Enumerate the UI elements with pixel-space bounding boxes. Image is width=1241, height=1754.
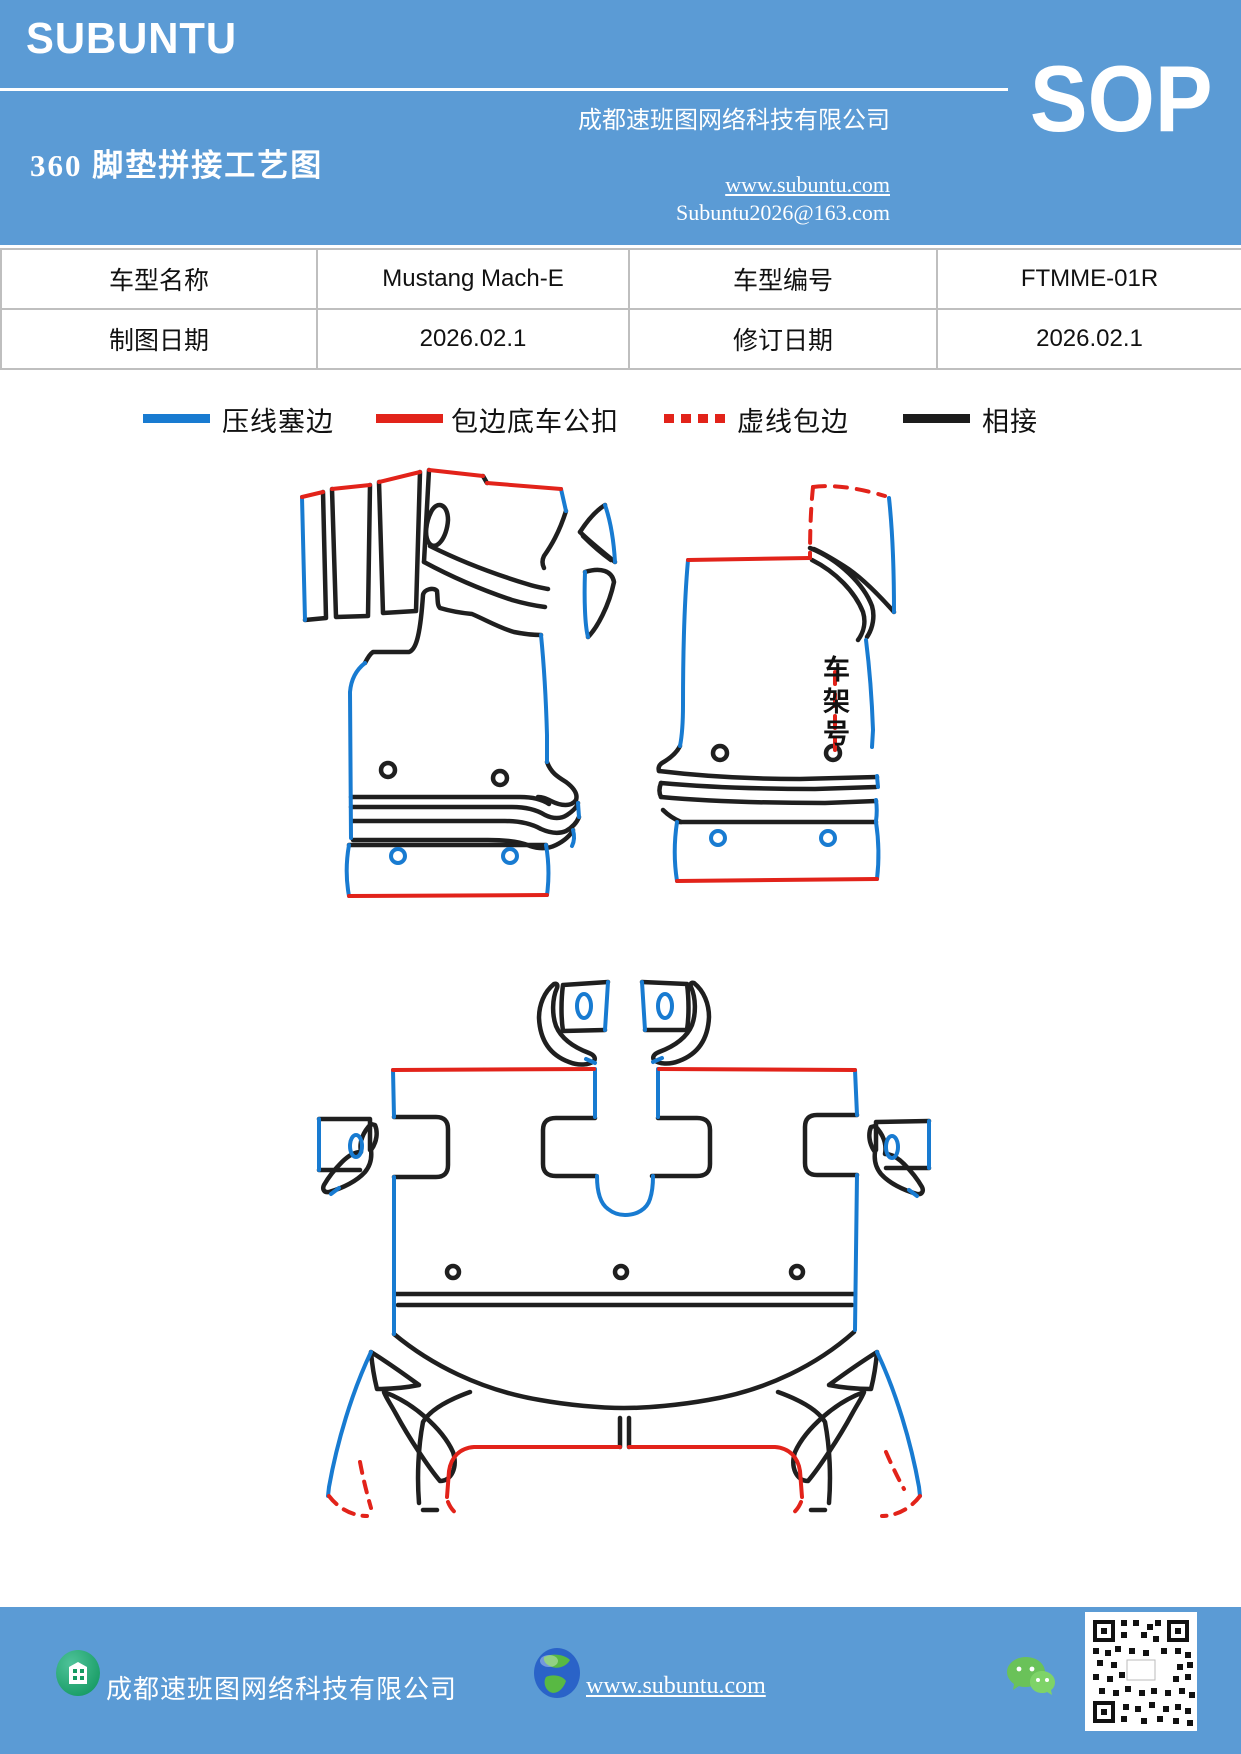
rear-mat-blue-edges <box>317 980 931 1498</box>
vehicle-info-table: 车型名称 Mustang Mach-E 车型编号 FTMME-01R 制图日期 … <box>0 248 1241 370</box>
table-row: 制图日期 2026.02.1 修订日期 2026.02.1 <box>0 308 1241 370</box>
revise-date-label: 修订日期 <box>628 308 938 370</box>
globe-icon <box>534 1648 580 1698</box>
passenger-mat-dashed-edges <box>808 484 887 760</box>
rear-mat-red-edges <box>391 1067 857 1499</box>
footer-website-link[interactable]: www.subuntu.com <box>586 1673 766 1699</box>
header-website-link[interactable]: www.subuntu.com <box>725 172 890 197</box>
mat-diagram-svg <box>300 467 932 1518</box>
draw-date-label: 制图日期 <box>0 308 318 370</box>
wechat-icon <box>1007 1657 1055 1695</box>
legend-swatch-press-line <box>143 414 210 423</box>
header-email: Subuntu2026@163.com <box>676 200 890 225</box>
passenger-mat-red-edges <box>675 556 879 883</box>
model-code-label: 车型编号 <box>628 248 938 310</box>
vin-label: 车架号 <box>819 655 849 751</box>
header-company-name: 成都速班图网络科技有限公司 <box>578 108 890 134</box>
legend-label-edge-buckle: 包边底车公扣 <box>451 407 619 437</box>
legend-label-dashed-edge: 虚线包边 <box>737 407 849 437</box>
mat-pattern-diagrams <box>0 430 1241 1534</box>
legend-swatch-join <box>903 414 970 423</box>
model-code-value: FTMME-01R <box>936 248 1241 310</box>
header-divider-line <box>0 88 1008 91</box>
revise-date-value: 2026.02.1 <box>936 308 1241 370</box>
model-name-value: Mustang Mach-E <box>316 248 630 310</box>
line-type-legend: 压线塞边 包边底车公扣 虚线包边 相接 <box>0 400 1241 440</box>
qr-code <box>1085 1612 1197 1731</box>
brand-logo: SUBUNTU <box>26 14 238 63</box>
legend-swatch-dashed-edge <box>664 414 731 423</box>
legend-label-press-line: 压线塞边 <box>222 407 334 437</box>
rear-mat-dashed-edges <box>327 1450 922 1518</box>
sop-label: SOP <box>1030 46 1213 151</box>
footer-banner: 成都速班图网络科技有限公司 www.subuntu.com <box>0 1607 1241 1754</box>
header-banner: SUBUNTU 成都速班图网络科技有限公司 360 脚垫拼接工艺图 www.su… <box>0 0 1241 245</box>
rear-mat-figure <box>316 979 932 1513</box>
legend-label-join: 相接 <box>982 407 1038 437</box>
legend-swatch-edge-buckle <box>376 414 443 423</box>
driver-mat-red-edges <box>300 468 563 898</box>
building-icon <box>56 1650 100 1696</box>
page-title: 360 脚垫拼接工艺图 <box>30 148 324 183</box>
driver-mat-figure <box>302 467 618 851</box>
passenger-mat-blue-edges <box>672 496 896 883</box>
driver-mat-blue-edges <box>300 487 617 898</box>
footer-company-name: 成都速班图网络科技有限公司 <box>106 1675 458 1704</box>
passenger-mat-figure <box>656 545 897 825</box>
table-row: 车型名称 Mustang Mach-E 车型编号 FTMME-01R <box>0 248 1241 310</box>
model-name-label: 车型名称 <box>0 248 318 310</box>
draw-date-value: 2026.02.1 <box>316 308 630 370</box>
